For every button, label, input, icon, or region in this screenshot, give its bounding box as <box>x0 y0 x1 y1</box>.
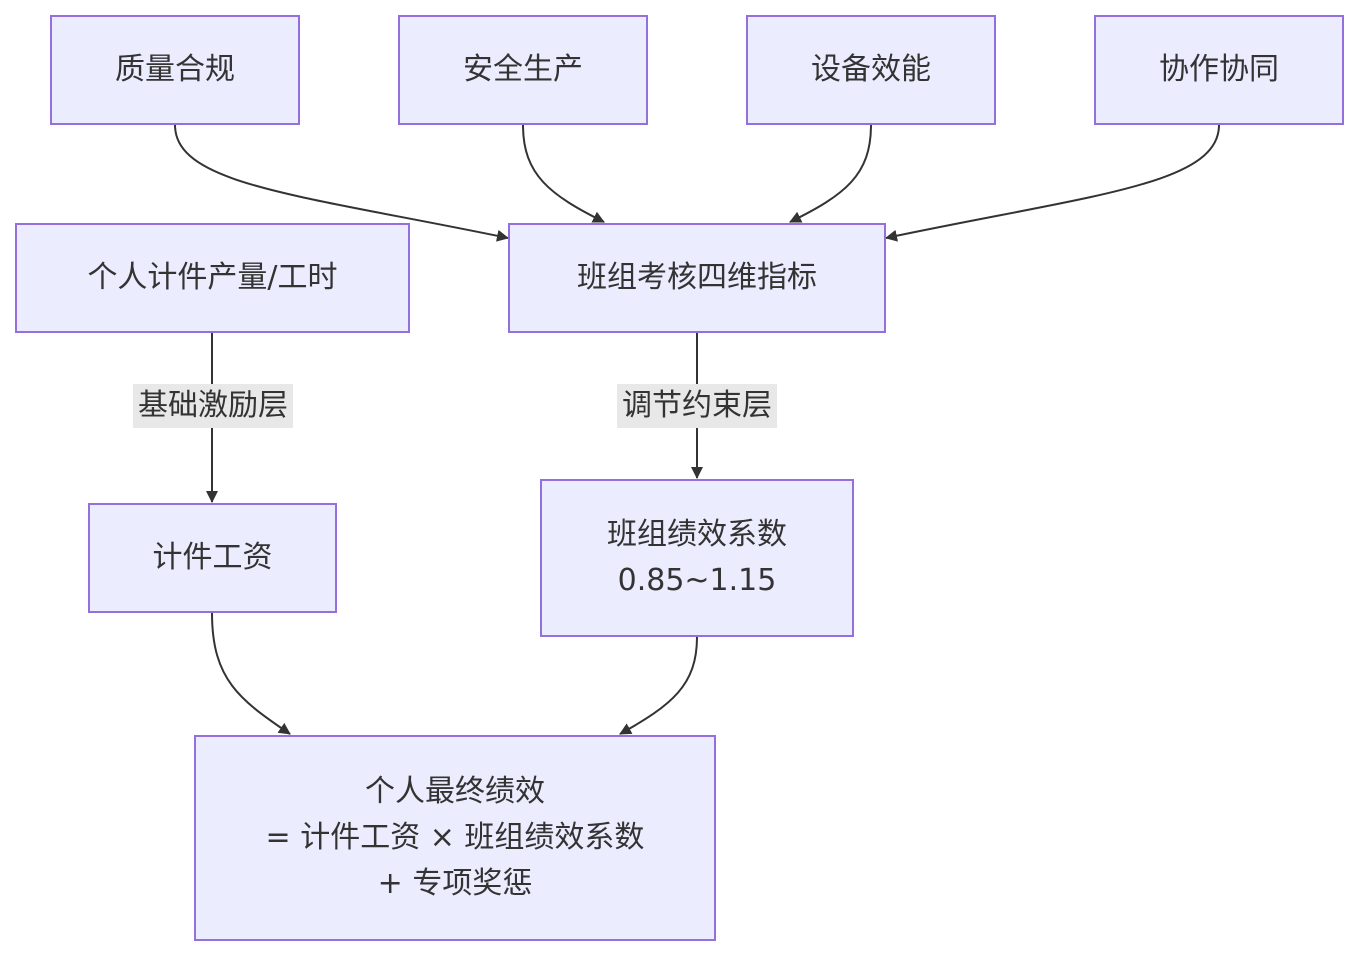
edge-piece-wage-to-final-performance <box>211 612 291 735</box>
edge-collaboration-to-team-indicators <box>885 124 1220 242</box>
node-safe-production: 安全生产 <box>398 15 648 125</box>
node-quality-compliance-label: 质量合规 <box>115 52 235 87</box>
node-piece-wage: 计件工资 <box>88 503 337 613</box>
node-personal-output: 个人计件产量/工时 <box>15 223 410 333</box>
node-safe-production-label: 安全生产 <box>463 52 583 87</box>
node-quality-compliance: 质量合规 <box>50 15 300 125</box>
edge-equipment-to-team-indicators <box>789 124 872 223</box>
node-final-performance: 个人最终绩效 = 计件工资 × 班组绩效系数 + 专项奖惩 <box>194 735 716 941</box>
node-collaboration-label: 协作协同 <box>1159 52 1279 87</box>
edge-label-base-incentive: 基础激励层 <box>133 384 293 428</box>
edge-label-base-incentive-text: 基础激励层 <box>138 388 288 423</box>
node-final-performance-line1: 个人最终绩效 <box>365 774 545 809</box>
node-team-coefficient: 班组绩效系数 0.85~1.15 <box>540 479 854 637</box>
node-team-indicators: 班组考核四维指标 <box>508 223 886 333</box>
node-final-performance-line2: = 计件工资 × 班组绩效系数 <box>265 820 645 855</box>
edge-team-coefficient-to-final-performance <box>619 636 698 735</box>
node-equipment-efficiency-label: 设备效能 <box>811 52 931 87</box>
node-personal-output-label: 个人计件产量/工时 <box>87 260 338 295</box>
edge-quality-to-team-indicators <box>174 124 509 242</box>
edge-label-regulation-text: 调节约束层 <box>622 388 772 423</box>
node-team-coefficient-line1: 班组绩效系数 <box>607 517 787 552</box>
node-piece-wage-label: 计件工资 <box>152 540 273 575</box>
node-equipment-efficiency: 设备效能 <box>746 15 996 125</box>
edge-label-regulation: 调节约束层 <box>617 384 777 428</box>
edge-safety-to-team-indicators <box>522 124 605 223</box>
node-collaboration: 协作协同 <box>1094 15 1344 125</box>
node-team-indicators-label: 班组考核四维指标 <box>577 260 817 295</box>
node-team-coefficient-line2: 0.85~1.15 <box>617 563 777 598</box>
node-final-performance-line3: + 专项奖惩 <box>377 866 533 901</box>
